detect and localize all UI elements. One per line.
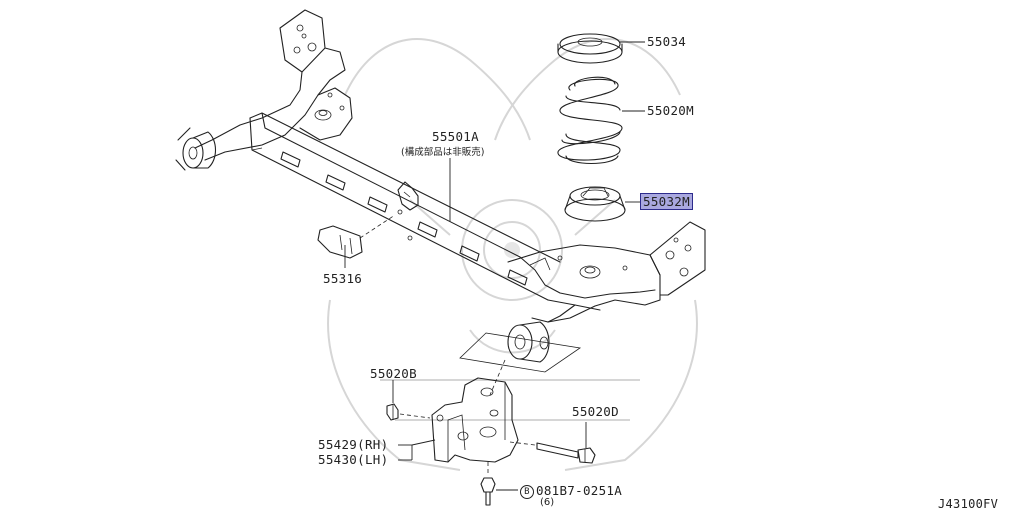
- part-label-55501a[interactable]: 55501A: [432, 129, 479, 144]
- bracket-55316-shape: [317, 214, 396, 259]
- part-label-55429-rh[interactable]: 55429(RH): [318, 437, 389, 452]
- circled-b-icon: B: [520, 485, 534, 499]
- beam-bracket: [397, 181, 419, 211]
- part-number-081b7: 081B7-0251A: [536, 483, 623, 498]
- part-label-55020d[interactable]: 55020D: [572, 404, 619, 419]
- diagram-code: J43100FV: [938, 497, 999, 511]
- part-qty-081b7: (6): [540, 497, 555, 508]
- rear-axle-beam: [175, 9, 706, 363]
- part-label-55032m[interactable]: 55032M: [640, 193, 693, 210]
- bushing-seat-plane: [459, 332, 582, 396]
- lower-spring-seat: [564, 186, 640, 222]
- axle-mount-bracket: [431, 377, 519, 463]
- part-note-55501a: (構成部品は非販売): [401, 147, 485, 158]
- upper-spring-seat: [557, 33, 645, 64]
- part-label-55020b[interactable]: 55020B: [370, 366, 417, 381]
- part-label-55316[interactable]: 55316: [323, 271, 363, 286]
- bolt-081b7-shape: [480, 462, 518, 506]
- bolt-55020d-shape: [509, 422, 596, 464]
- part-label-55020m[interactable]: 55020M: [647, 103, 694, 118]
- bolt-55020b-shape: [386, 380, 431, 421]
- coil-spring: [557, 76, 645, 164]
- part-label-55034[interactable]: 55034: [647, 34, 687, 49]
- part-label-55430-lh[interactable]: 55430(LH): [318, 452, 389, 467]
